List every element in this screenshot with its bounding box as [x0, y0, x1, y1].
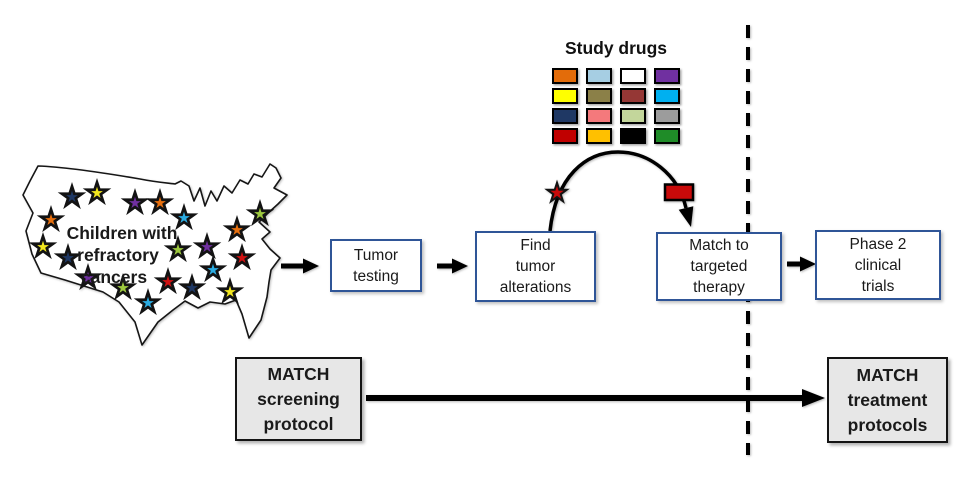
matched-alteration-star	[544, 179, 570, 204]
screening-label-line: MATCH	[267, 363, 330, 384]
patient-star	[36, 205, 66, 233]
tumor-testing-box: Tumor testing	[330, 239, 422, 292]
map-caption-line-3: cancers	[81, 267, 147, 287]
patient-star	[53, 243, 83, 271]
drug-swatch	[586, 108, 612, 124]
drug-swatch	[586, 128, 612, 144]
find-alterations-label-line: alterations	[499, 279, 572, 296]
find-alterations-label-line: Find	[520, 237, 551, 254]
study-drug-grid	[552, 68, 680, 144]
drug-swatch	[586, 68, 612, 84]
patient-star	[163, 235, 193, 263]
study-drugs-label: Study drugs	[564, 38, 668, 58]
map-caption: Children with refractory cancers	[67, 223, 178, 287]
match-therapy-box: Match to targeted therapy	[656, 232, 782, 301]
patient-star	[198, 255, 228, 283]
patient-star	[57, 182, 87, 210]
screening-to-treatment-arrow	[366, 389, 825, 407]
drug-swatch	[552, 68, 578, 84]
phase2-trials-box: Phase 2 clinical trials	[815, 230, 941, 300]
drug-swatch	[654, 128, 680, 144]
arrow-testing-to-find	[437, 258, 468, 274]
match-therapy-label-line: Match to	[689, 237, 749, 254]
find-alterations-label-line: tumor	[515, 258, 556, 275]
matched-drug-chip	[663, 183, 695, 202]
phase2-label-line: clinical	[854, 256, 902, 274]
tumor-testing-label-line: testing	[353, 267, 399, 285]
match-screening-protocol-box: MATCH screening protocol	[235, 357, 362, 441]
screening-label-line: screening	[257, 388, 340, 409]
drug-swatch	[620, 88, 646, 104]
drug-swatch	[586, 88, 612, 104]
drug-swatch	[654, 68, 680, 84]
patient-star	[245, 199, 275, 227]
drug-swatch	[654, 108, 680, 124]
patient-star	[544, 179, 570, 204]
patient-star	[133, 288, 163, 316]
patient-star	[145, 188, 175, 216]
treatment-label-line: MATCH	[856, 364, 919, 385]
arrow-match-to-phase2	[787, 256, 816, 272]
us-map: Children with refractory cancers	[15, 152, 300, 352]
tumor-testing-label-line: Tumor	[353, 246, 399, 264]
patient-star	[215, 277, 245, 305]
match-treatment-protocols-box: MATCH treatment protocols	[827, 357, 948, 443]
drug-swatch	[620, 68, 646, 84]
drug-swatch	[654, 88, 680, 104]
find-alterations-box: Find tumor alterations	[475, 231, 596, 302]
patient-star	[192, 232, 222, 260]
patient-star	[153, 267, 183, 295]
map-caption-line-1: Children with	[67, 223, 178, 243]
treatment-label-line: protocols	[847, 414, 928, 435]
treatment-label-line: treatment	[847, 389, 928, 410]
patient-star	[73, 263, 103, 291]
us-map-outline	[22, 163, 288, 346]
phase2-label-line: trials	[861, 277, 895, 295]
arrow-map-to-testing	[281, 258, 319, 274]
patient-star	[169, 203, 199, 231]
drug-swatch	[620, 128, 646, 144]
drug-swatch	[552, 88, 578, 104]
patient-star	[227, 243, 257, 271]
patient-star	[108, 273, 138, 301]
patient-star	[222, 215, 252, 243]
drug-swatch	[552, 128, 578, 144]
match-therapy-label-line: therapy	[693, 279, 745, 296]
drug-swatch	[552, 108, 578, 124]
match-therapy-label-line: targeted	[690, 258, 748, 275]
patient-star	[120, 188, 150, 216]
patient-star	[28, 232, 58, 260]
map-caption-line-2: refractory	[77, 245, 159, 265]
phase2-label-line: Phase 2	[849, 235, 907, 253]
patient-star	[82, 178, 112, 206]
patient-star	[177, 273, 207, 301]
drug-swatch	[620, 108, 646, 124]
screening-label-line: protocol	[263, 413, 334, 434]
